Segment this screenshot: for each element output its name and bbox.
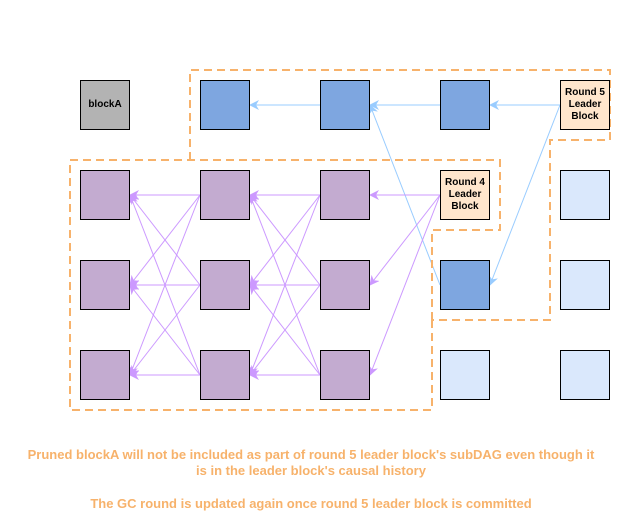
block-r2-c xyxy=(200,350,250,400)
block-r4-c xyxy=(440,350,490,400)
block-label: Round 5 Leader Block xyxy=(565,87,605,122)
caption-gc-round: The GC round is updated again once round… xyxy=(90,496,532,511)
block-r5-leader: Round 5 Leader Block xyxy=(560,80,610,130)
round4-subdag-boundary xyxy=(69,159,501,411)
block-r4-leader: Round 4 Leader Block xyxy=(440,170,490,220)
round5-subdag-boundary xyxy=(189,69,611,321)
block-r4-b xyxy=(440,260,490,310)
edge-r3-b-to-r2-a xyxy=(249,194,321,286)
block-r2-top xyxy=(200,80,250,130)
edge-r2-c-to-r1-b xyxy=(129,284,201,376)
caption-pruned-line2: is in the leader block's causal history xyxy=(196,463,426,478)
block-r5-a xyxy=(560,170,610,220)
block-r3-b xyxy=(320,260,370,310)
block-label: Round 4 Leader Block xyxy=(445,177,485,212)
edges-layer xyxy=(128,100,561,380)
edge-r4-leader-to-r3-c xyxy=(368,194,441,376)
edge-r3-c-to-r2-a xyxy=(248,194,321,376)
block-r3-a xyxy=(320,170,370,220)
block-r5-b xyxy=(560,260,610,310)
block-r3-top xyxy=(320,80,370,130)
edge-r3-c-to-r2-b xyxy=(249,284,321,376)
edge-r4-leader-to-r3-b xyxy=(369,194,441,286)
block-r1-a xyxy=(80,170,130,220)
block-r3-c xyxy=(320,350,370,400)
edge-r2-b-to-r1-a xyxy=(129,194,201,286)
block-blockA: blockA xyxy=(80,80,130,130)
edge-r5-leader-to-r4-b xyxy=(488,104,561,286)
block-r1-c xyxy=(80,350,130,400)
block-r1-b xyxy=(80,260,130,310)
block-r5-c xyxy=(560,350,610,400)
block-r2-a xyxy=(200,170,250,220)
block-label: blockA xyxy=(88,99,122,110)
edge-r2-c-to-r1-a xyxy=(128,194,201,376)
block-r4-top xyxy=(440,80,490,130)
block-r2-b xyxy=(200,260,250,310)
caption-pruned-line1: Pruned blockA will not be included as pa… xyxy=(27,447,595,462)
